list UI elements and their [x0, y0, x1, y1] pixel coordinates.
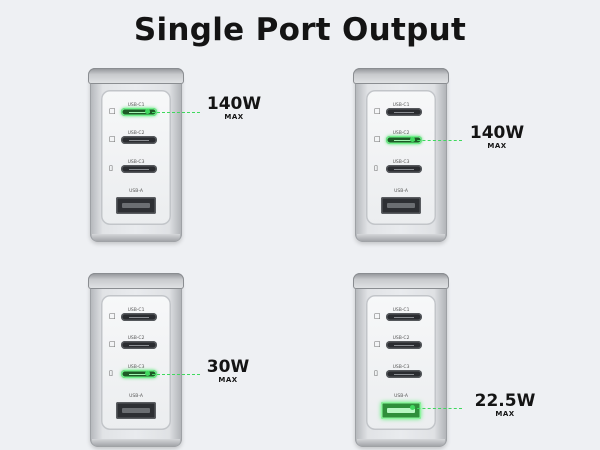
- laptop-icon: □: [374, 135, 381, 143]
- port-label-usb-a: USB-A: [394, 394, 408, 399]
- usb-c3-port: [386, 165, 422, 173]
- usb-a-port: [116, 402, 156, 419]
- output-power-usb-c1: 140W MAX: [199, 95, 269, 121]
- charger-usb-c1-output: USB-C1 □ USB-C2 □ USB-C3 ▯ USB-A: [88, 68, 184, 242]
- charger-usb-c2-output: USB-C1 □ USB-C2 □ USB-C3 ▯ USB-A: [353, 68, 449, 242]
- usb-c1-port: [386, 108, 422, 116]
- output-line-usb-c3: [147, 374, 200, 375]
- power-value: 140W: [206, 94, 262, 114]
- usb-c3-port: [121, 370, 157, 378]
- laptop-icon: □: [109, 340, 116, 348]
- usb-c1-port: [386, 313, 422, 321]
- output-power-usb-c3: 30W MAX: [193, 358, 263, 384]
- port-label-usb-c3: USB-C3: [392, 365, 410, 370]
- usb-a-port: [381, 197, 421, 214]
- output-power-usb-a: 22.5W MAX: [470, 392, 540, 418]
- usb-c1-port: [121, 108, 157, 116]
- phone-icon: ▯: [374, 164, 378, 172]
- port-panel: USB-C1 □ USB-C2 □ USB-C3 ▯ USB-A: [366, 90, 436, 225]
- laptop-icon: □: [374, 340, 381, 348]
- charger-cap: [88, 273, 184, 289]
- port-label-usb-c3: USB-C3: [392, 160, 410, 165]
- port-label-usb-c3: USB-C3: [127, 365, 145, 370]
- laptop-icon: □: [109, 107, 116, 115]
- laptop-icon: □: [109, 135, 116, 143]
- usb-a-port: [116, 197, 156, 214]
- usb-c2-port: [121, 136, 157, 144]
- usb-c3-port: [386, 370, 422, 378]
- usb-c2-port: [386, 136, 422, 144]
- port-label-usb-c1: USB-C1: [392, 308, 410, 313]
- output-line-usb-c2: [412, 140, 462, 141]
- laptop-icon: □: [374, 312, 381, 320]
- charger-cap: [353, 68, 449, 84]
- usb-c2-port: [386, 341, 422, 349]
- usb-c1-port: [121, 313, 157, 321]
- port-label-usb-c1: USB-C1: [127, 308, 145, 313]
- port-label-usb-a: USB-A: [129, 394, 143, 399]
- port-panel: USB-C1 □ USB-C2 □ USB-C3 ▯ USB-A: [366, 295, 436, 430]
- charger-usb-c3-output: USB-C1 □ USB-C2 □ USB-C3 ▯ USB-A: [88, 273, 184, 447]
- output-dot: [410, 137, 415, 142]
- port-panel: USB-C1 □ USB-C2 □ USB-C3 ▯ USB-A: [101, 295, 171, 430]
- usb-c3-port: [121, 165, 157, 173]
- page-title: Single Port Output: [133, 12, 467, 48]
- power-suffix: MAX: [495, 410, 515, 418]
- port-label-usb-c2: USB-C2: [127, 131, 145, 136]
- port-label-usb-c2: USB-C2: [127, 336, 145, 341]
- charger-usb-a-output: USB-C1 □ USB-C2 □ USB-C3 ▯ USB-A: [353, 273, 449, 447]
- phone-icon: ▯: [374, 369, 378, 377]
- phone-icon: ▯: [109, 164, 113, 172]
- phone-icon: ▯: [109, 369, 113, 377]
- charger-cap: [353, 273, 449, 289]
- port-label-usb-c2: USB-C2: [392, 336, 410, 341]
- port-label-usb-a: USB-A: [394, 189, 408, 194]
- charger-cap: [88, 68, 184, 84]
- laptop-icon: □: [374, 107, 381, 115]
- port-label-usb-a: USB-A: [129, 189, 143, 194]
- power-value: 140W: [469, 123, 525, 143]
- output-power-usb-c2: 140W MAX: [462, 124, 532, 150]
- output-dot: [410, 405, 415, 410]
- laptop-icon: □: [109, 312, 116, 320]
- usb-c2-port: [121, 341, 157, 349]
- port-label-usb-c1: USB-C1: [127, 103, 145, 108]
- power-value: 30W: [206, 357, 250, 377]
- port-label-usb-c3: USB-C3: [127, 160, 145, 165]
- port-label-usb-c2: USB-C2: [392, 131, 410, 136]
- output-dot: [145, 109, 150, 114]
- power-suffix: MAX: [218, 376, 238, 384]
- power-value: 22.5W: [474, 391, 536, 411]
- output-line-usb-c1: [147, 112, 200, 113]
- port-panel: USB-C1 □ USB-C2 □ USB-C3 ▯ USB-A: [101, 90, 171, 225]
- usb-a-port: [381, 402, 421, 419]
- port-label-usb-c1: USB-C1: [392, 103, 410, 108]
- output-line-usb-a: [412, 408, 462, 409]
- power-suffix: MAX: [224, 113, 244, 121]
- power-suffix: MAX: [487, 142, 507, 150]
- output-dot: [145, 371, 150, 376]
